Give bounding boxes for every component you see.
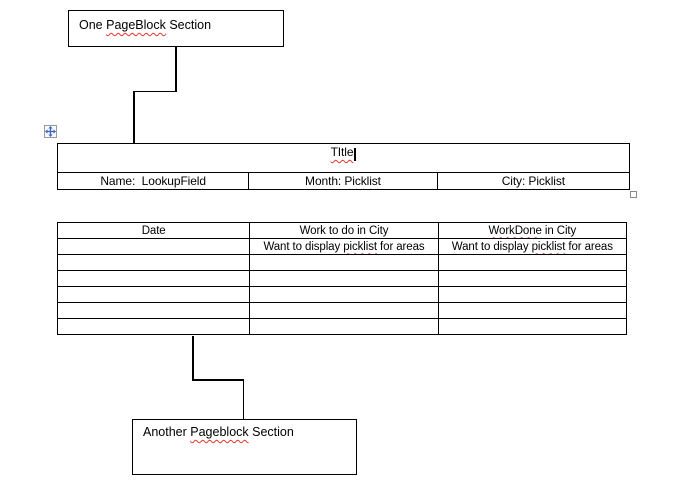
- empty-cell[interactable]: [249, 286, 439, 303]
- workdone-header-cell[interactable]: WorkDone in City: [437, 222, 628, 239]
- cell-text: for areas: [565, 240, 613, 253]
- text-cursor-caret: [354, 148, 357, 161]
- picklist-note-cell[interactable]: Want to display picklist for areas: [437, 238, 628, 255]
- empty-cell[interactable]: [249, 318, 439, 335]
- table-resize-handle[interactable]: [630, 191, 637, 198]
- detail-empty-row: [56, 286, 628, 303]
- empty-cell[interactable]: [249, 270, 439, 287]
- pageblock-section-box[interactable]: One PageBlock Section: [68, 10, 284, 47]
- empty-cell[interactable]: [56, 238, 251, 255]
- empty-cell[interactable]: [437, 302, 628, 319]
- cell-text: Month:: [305, 174, 345, 188]
- misspelled-word: LookupField: [141, 174, 206, 188]
- picklist-note-cell[interactable]: Want to display picklist for areas: [249, 238, 439, 255]
- misspelled-word: TItle: [330, 145, 354, 159]
- misspelled-word: PageBlock: [106, 18, 166, 32]
- connector-top-vertical-2: [133, 90, 135, 144]
- date-header-cell[interactable]: Date: [56, 222, 251, 239]
- another-pageblock-section-box[interactable]: Another Pageblock Section: [132, 419, 357, 475]
- connector-top-vertical-1: [175, 47, 177, 92]
- empty-cell[interactable]: [249, 302, 439, 319]
- title-cell[interactable]: TItle: [57, 143, 630, 173]
- cell-text: Want to display: [263, 240, 344, 253]
- empty-cell[interactable]: [56, 318, 251, 335]
- cell-text: Name:: [100, 174, 142, 188]
- detail-empty-row: [56, 254, 628, 271]
- empty-cell[interactable]: [437, 254, 628, 271]
- misspelled-word: Picklist: [528, 174, 565, 188]
- misspelled-word: Picklist: [344, 174, 381, 188]
- connector-bottom-horizontal: [192, 379, 244, 381]
- connector-bottom-vertical-2: [242, 379, 244, 421]
- connector-bottom-vertical-1: [192, 336, 194, 380]
- empty-cell[interactable]: [56, 270, 251, 287]
- box-label: One: [79, 18, 107, 32]
- summary-table: TItle Name: LookupField Month: Picklist …: [56, 143, 631, 190]
- cell-text: Work to do in City: [299, 224, 389, 237]
- detail-empty-row: [56, 302, 628, 319]
- empty-cell[interactable]: [249, 254, 439, 271]
- connector-top-horizontal: [133, 90, 177, 92]
- empty-cell[interactable]: [437, 270, 628, 287]
- worktodo-header-cell[interactable]: Work to do in City: [249, 222, 439, 239]
- fields-row: Name: LookupField Month: Picklist City: …: [56, 172, 631, 190]
- move-icon: [45, 126, 56, 137]
- cell-text: Date: [141, 224, 166, 237]
- detail-table: Date Work to do in City WorkDone in City…: [56, 222, 628, 335]
- box-label: Another: [143, 425, 191, 439]
- empty-cell[interactable]: [437, 318, 628, 335]
- box-label: Section: [165, 18, 212, 32]
- misspelled-word: picklist: [343, 240, 377, 253]
- table-move-handle[interactable]: [44, 125, 57, 138]
- cell-text: for areas: [376, 240, 425, 253]
- title-row: TItle: [57, 143, 630, 173]
- detail-header-row: Date Work to do in City WorkDone in City: [56, 222, 628, 239]
- box-label: Section: [248, 425, 294, 439]
- empty-cell[interactable]: [56, 254, 251, 271]
- empty-cell[interactable]: [56, 286, 251, 303]
- detail-empty-row: [56, 270, 628, 287]
- empty-cell[interactable]: [56, 302, 251, 319]
- misspelled-word: WorkDone: [488, 224, 542, 237]
- detail-table-body: Date Work to do in City WorkDone in City…: [56, 222, 628, 335]
- cell-text: in City: [541, 224, 577, 237]
- cell-text: Want to display: [451, 240, 532, 253]
- misspelled-word: picklist: [531, 240, 566, 253]
- misspelled-word: Pageblock: [190, 425, 249, 439]
- detail-empty-row: [56, 318, 628, 335]
- city-field-cell[interactable]: City: Picklist: [436, 172, 631, 190]
- empty-cell[interactable]: [437, 286, 628, 303]
- detail-subheader-row: Want to display picklist for areas Want …: [56, 238, 628, 255]
- cell-text: City:: [501, 174, 529, 188]
- month-field-cell[interactable]: Month: Picklist: [248, 172, 438, 190]
- name-field-cell[interactable]: Name: LookupField: [56, 172, 250, 190]
